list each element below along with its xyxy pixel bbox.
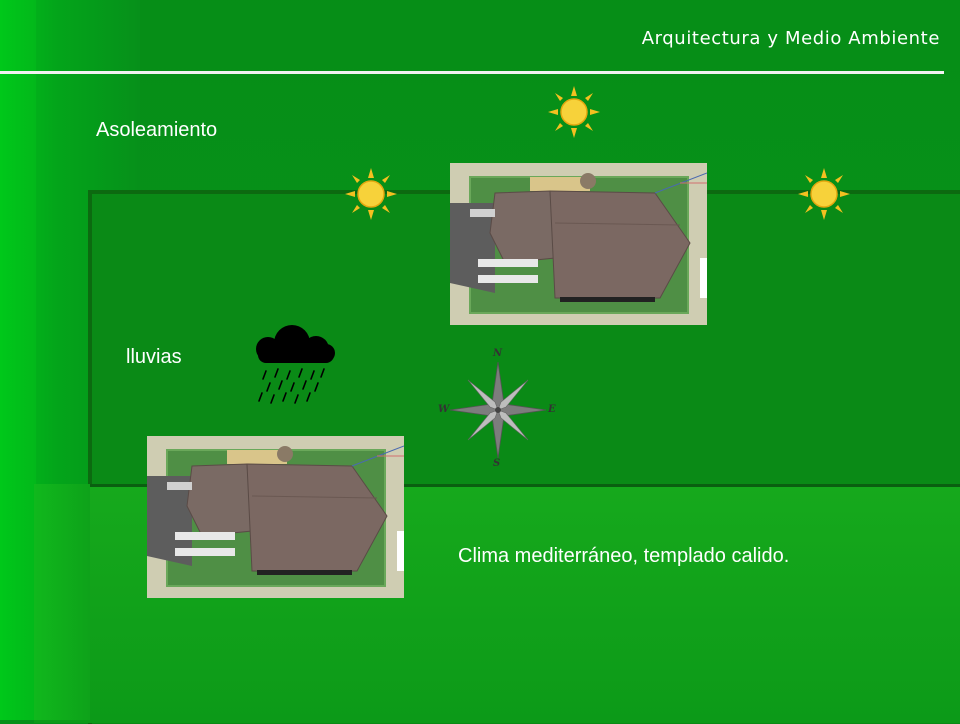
compass-south-label: S bbox=[493, 458, 501, 469]
sun-icon bbox=[345, 168, 397, 220]
slide-left-band bbox=[0, 0, 36, 720]
header-divider bbox=[0, 71, 944, 74]
compass-west-label: W bbox=[438, 404, 450, 415]
rain-label: lluvias bbox=[126, 346, 182, 368]
climate-text: Clima mediterráneo, templado calido. bbox=[458, 545, 790, 567]
sunlight-label: Asoleamiento bbox=[96, 119, 218, 141]
sun-icon bbox=[548, 86, 600, 138]
compass-east-label: E bbox=[548, 404, 556, 415]
sun-icon bbox=[798, 168, 850, 220]
compass-north-label: N bbox=[493, 348, 503, 359]
rain-cloud-icon bbox=[246, 321, 342, 407]
house-model-image bbox=[450, 163, 707, 325]
slide-header-title: Arquitectura y Medio Ambiente bbox=[641, 28, 940, 49]
background-step-lower-left bbox=[34, 484, 90, 720]
house-model-image bbox=[147, 436, 404, 598]
compass-rose-icon: N S W E bbox=[438, 348, 558, 470]
